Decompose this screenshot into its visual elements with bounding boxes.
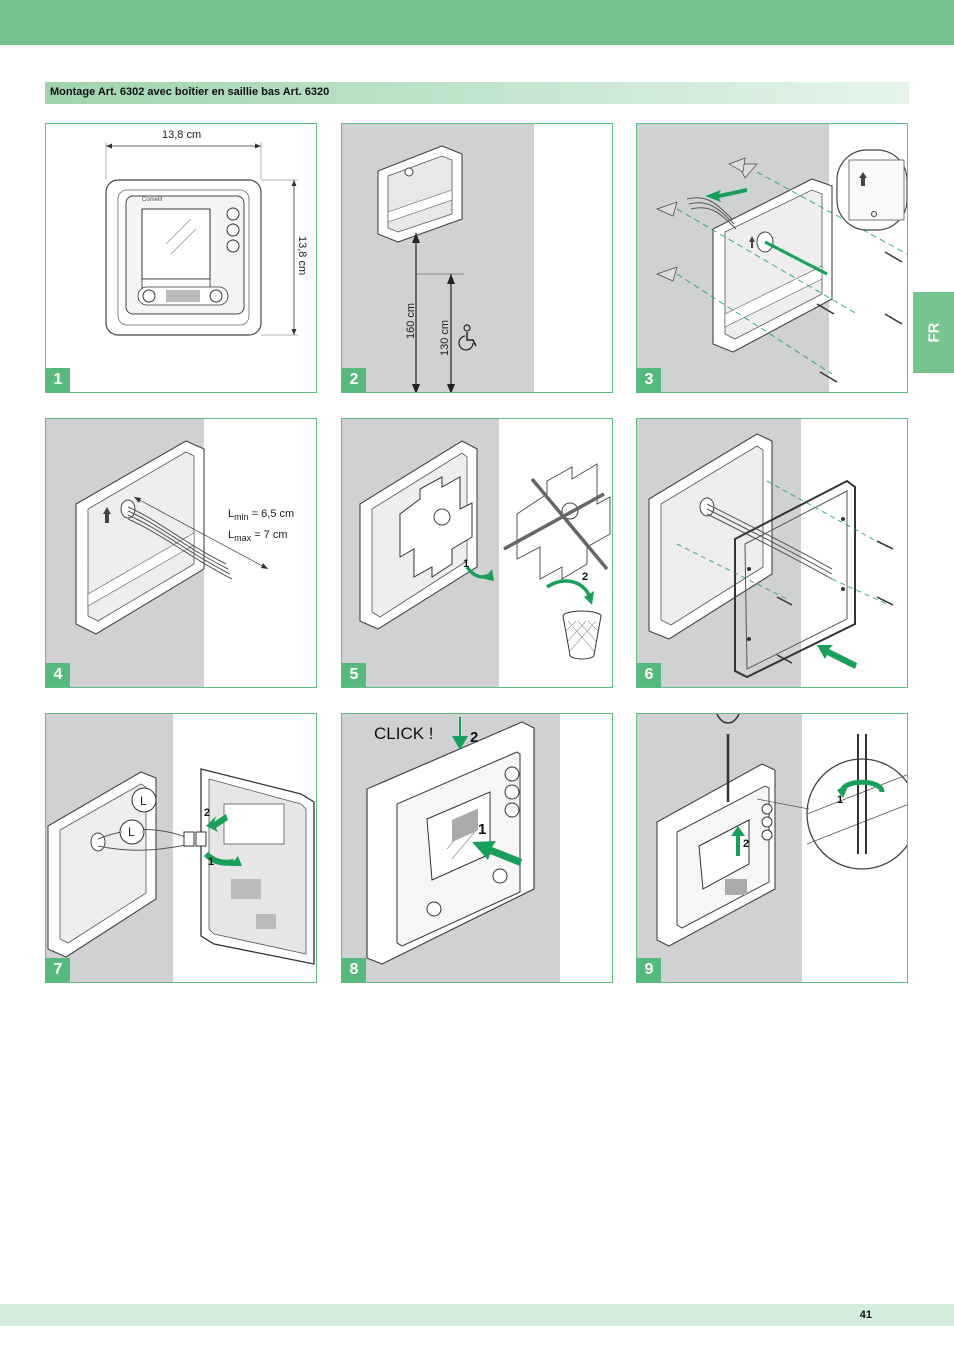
step-4-panel: Lmin = 6,5 cm Lmax = 7 cm 4 bbox=[45, 418, 317, 688]
step-number-9: 9 bbox=[637, 958, 661, 982]
lmin-label: Lmin = 6,5 cm bbox=[228, 508, 294, 522]
language-tab: FR bbox=[913, 292, 954, 373]
step-8-panel: CLICK ! 2 1 8 bbox=[341, 713, 613, 983]
click-label: CLICK ! bbox=[374, 724, 434, 743]
height-160-label: 160 cm bbox=[405, 302, 417, 339]
step-2-illustration bbox=[342, 124, 534, 392]
section-title: Montage Art. 6302 avec boîtier en sailli… bbox=[50, 86, 330, 98]
step-7-marker-1: 1 bbox=[208, 856, 215, 868]
step-1-illustration: Comelit bbox=[105, 142, 298, 336]
step-5-panel: 1 2 5 bbox=[341, 418, 613, 688]
step-number-7: 7 bbox=[46, 958, 70, 982]
step-8-illustration bbox=[342, 714, 560, 982]
footer-band: 41 bbox=[0, 1304, 954, 1326]
lmax-subscript: max bbox=[234, 533, 252, 544]
page-number: 41 bbox=[859, 1309, 872, 1321]
step-7-label-l2: L bbox=[128, 825, 135, 839]
height-130-label: 130 cm bbox=[439, 319, 451, 356]
step-1-panel: Comelit 13,8 cm 13,8 cm 1 bbox=[45, 123, 317, 393]
step-2-panel: 160 cm 130 cm 2 bbox=[341, 123, 613, 393]
step-3-panel: 3 bbox=[636, 123, 908, 393]
step-5-marker-1: 1 bbox=[463, 558, 470, 570]
step-5-illustration bbox=[342, 419, 611, 687]
lmin-subscript: min bbox=[234, 512, 249, 523]
lmax-base: L bbox=[228, 529, 235, 541]
lmin-value: = 6,5 cm bbox=[251, 508, 295, 520]
step-6-panel: 6 bbox=[636, 418, 908, 688]
lmin-base: L bbox=[228, 508, 235, 520]
step-7-marker-2: 2 bbox=[204, 807, 211, 819]
language-tab-label: FR bbox=[925, 322, 942, 343]
step-number-3: 3 bbox=[637, 368, 661, 392]
step-7-panel: L L 2 1 7 bbox=[45, 713, 317, 983]
step-5-marker-2: 2 bbox=[582, 571, 589, 583]
step-8-marker-2: 2 bbox=[470, 729, 479, 746]
step-4-illustration bbox=[46, 419, 269, 687]
lmax-value: = 7 cm bbox=[254, 529, 288, 541]
step-number-1: 1 bbox=[46, 368, 70, 392]
top-color-band bbox=[0, 0, 954, 45]
step-6-illustration bbox=[637, 419, 894, 687]
svg-text:Comelit: Comelit bbox=[142, 197, 163, 203]
step-number-5: 5 bbox=[342, 663, 366, 687]
step-7-label-l1: L bbox=[140, 794, 147, 808]
height-dimension-label: 13,8 cm bbox=[296, 236, 308, 276]
lmax-label: Lmax = 7 cm bbox=[228, 529, 288, 543]
step-number-2: 2 bbox=[342, 368, 366, 392]
step-3-illustration bbox=[637, 124, 907, 392]
step-number-6: 6 bbox=[637, 663, 661, 687]
step-7-illustration bbox=[46, 714, 315, 982]
step-number-4: 4 bbox=[46, 663, 70, 687]
step-number-8: 8 bbox=[342, 958, 366, 982]
step-9-illustration bbox=[637, 714, 907, 982]
step-9-marker-2: 2 bbox=[743, 838, 750, 850]
step-9-marker-1: 1 bbox=[837, 794, 844, 806]
section-header-bar: Montage Art. 6302 avec boîtier en sailli… bbox=[45, 82, 909, 104]
step-9-panel: 1 2 9 bbox=[636, 713, 908, 983]
step-8-marker-1: 1 bbox=[478, 821, 487, 838]
width-dimension-label: 13,8 cm bbox=[162, 129, 202, 141]
